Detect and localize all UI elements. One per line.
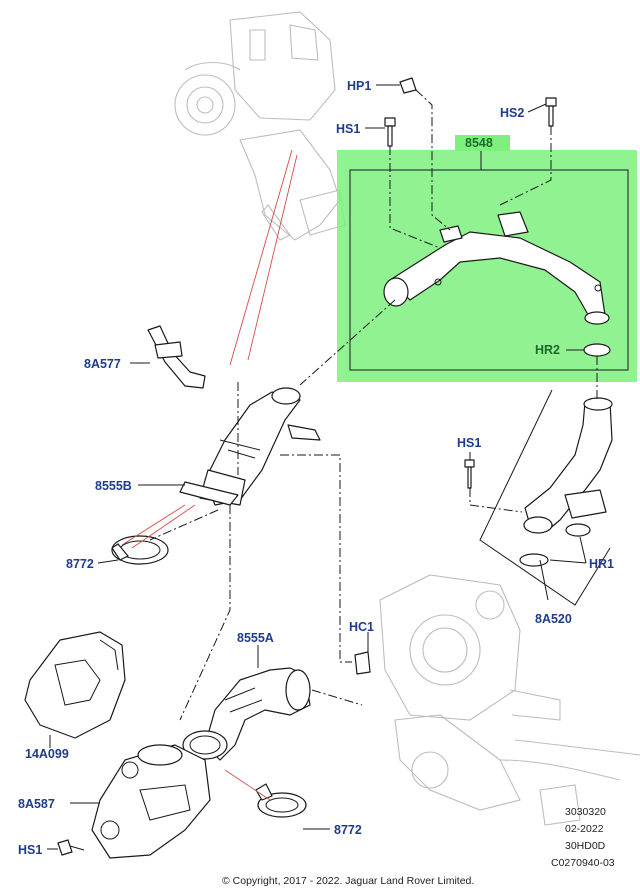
part-8a520-pipe	[523, 397, 613, 534]
highlight-region-8548	[337, 150, 637, 382]
part-8a577-tube	[147, 325, 206, 389]
callout-8772-bottom: 8772	[334, 823, 362, 837]
callout-8555b: 8555B	[95, 479, 132, 493]
part-hr1-oring-a	[519, 553, 549, 567]
bolt-hs1-bottom	[57, 839, 85, 856]
callout-hr2: HR2	[535, 343, 560, 357]
part-8548-pipe	[383, 211, 610, 325]
part-clamp-mid	[182, 730, 228, 760]
callout-8772-top: 8772	[66, 557, 94, 571]
callout-hs2: HS2	[500, 106, 524, 120]
highlight-inner-frame	[349, 169, 629, 371]
ghost-engine-assembly-top	[174, 11, 346, 241]
part-hr1-oring-b	[565, 523, 591, 537]
callout-8a587: 8A587	[18, 797, 55, 811]
part-8555a-hose	[204, 667, 311, 761]
clip-hc1	[354, 651, 371, 675]
callout-8548: 8548	[465, 136, 493, 150]
bracket-8a520	[479, 389, 611, 606]
meta-line-4: C0270940-03	[551, 857, 615, 869]
callout-14a099: 14A099	[25, 747, 69, 761]
part-8772-clamp-bottom	[255, 783, 307, 818]
callout-hp1: HP1	[347, 79, 371, 93]
bolt-hs1-top	[384, 117, 396, 147]
label-box-8548	[455, 135, 510, 151]
part-8a587-housing	[91, 744, 211, 859]
callout-hs1-right: HS1	[457, 436, 481, 450]
callout-8a520: 8A520	[535, 612, 572, 626]
part-hr2-oring	[583, 343, 611, 357]
meta-line-3: 30HD0D	[565, 840, 606, 852]
part-14a099-cover	[24, 631, 126, 739]
callout-hc1: HC1	[349, 620, 374, 634]
callout-8555a: 8555A	[237, 631, 274, 645]
callout-hs1-bottom: HS1	[18, 843, 42, 857]
copyright-text: © Copyright, 2017 - 2022. Jaguar Land Ro…	[222, 875, 474, 887]
callout-hs1-top: HS1	[336, 122, 360, 136]
callout-8a577: 8A577	[84, 357, 121, 371]
part-8555b-hose	[179, 387, 321, 506]
bolt-hs1-right	[464, 459, 475, 489]
clip-hp1	[399, 77, 417, 94]
part-8772-clamp-top	[111, 535, 169, 565]
meta-line-1: 3030320	[565, 806, 606, 818]
callout-hr1: HR1	[589, 557, 614, 571]
ghost-engine-assembly-bottom	[379, 574, 640, 826]
meta-line-2: 02-2022	[565, 823, 604, 835]
bolt-hs2	[545, 97, 557, 127]
